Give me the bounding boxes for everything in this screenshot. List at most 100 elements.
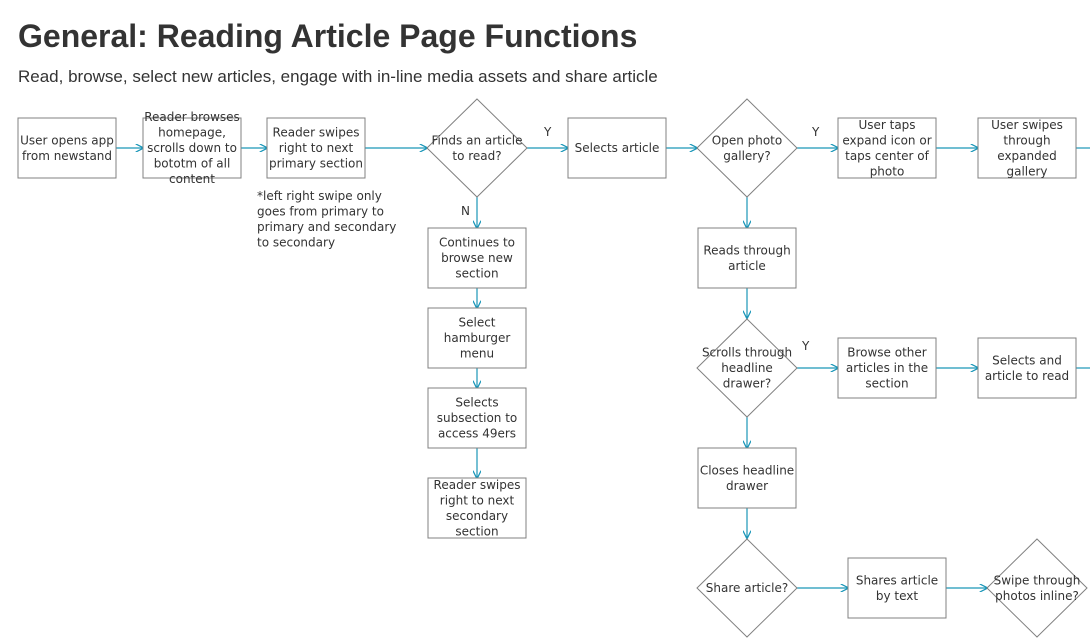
text-line: Reader swipes [273,126,360,140]
step-selects-article: Selects article [567,117,667,179]
text-line: Open photo [712,133,782,147]
text-line: headline [721,361,773,375]
step-box-shape [427,387,527,449]
text-line: Scrolls through [702,346,792,360]
text-line: drawer [726,479,768,493]
note-line: to secondary [257,236,335,250]
text-line: primary section [269,157,363,171]
edge-label-finds-article-yes: Y [543,125,552,139]
text-line: secondary [446,509,508,523]
text-line: bototm of all [154,157,231,171]
decision-open-gallery: Open photo gallery? [696,98,798,198]
text-line: drawer? [723,377,771,391]
step-box-shape [427,307,527,369]
decision-diamond-shape [696,318,798,418]
step-box-shape [837,337,937,399]
text-line: taps center of [845,149,930,163]
text-line: gallery [1006,164,1047,178]
step-box-shape [837,117,937,179]
text-line: articles in the [846,361,928,375]
text-line: homepage, [158,126,226,140]
annotations: *left right swipe only goes from primary … [257,189,396,250]
text-line: through [1003,133,1050,147]
step-box-shape [17,117,117,179]
step-box-shape [427,227,527,289]
text-line: Closes headline [700,463,794,477]
edge-label-finds-article-no: N [461,204,470,218]
text-line: Finds an article [431,133,522,147]
text-line: access 49ers [438,427,516,441]
text-line: gallery? [723,149,770,163]
decision-diamond-shape [426,98,528,198]
text-line: Select [458,316,495,330]
page-subtitle: Read, browse, select new articles, engag… [18,67,658,86]
text-line: menu [460,347,494,361]
text-line: scrolls down to [147,141,237,155]
step-box-shape [427,477,527,539]
text-line: User swipes [991,118,1063,132]
text-line: Share article? [706,581,788,595]
step-box-shape [977,337,1077,399]
decision-diamond-shape [696,538,798,638]
text-line: User opens app [20,133,114,147]
text-line: right to next [279,141,354,155]
text-line: Selects [455,396,498,410]
text-line: User taps [858,118,915,132]
text-line: Selects article [575,141,660,155]
edge-label-scrolls-drawer-yes: Y [801,339,810,353]
note-line: *left right swipe only [257,189,382,203]
text-line: browse new [441,251,513,265]
text-line: Selects and [992,353,1062,367]
decision-finds-article: Finds an article to read? [426,98,528,198]
text-line: to read? [452,149,501,163]
step-open-app: User opens app from newstand [17,117,117,179]
text-line: Reader browses [144,110,240,124]
step-browse-home: Reader browses homepage,scrolls down to bo… [142,110,242,186]
text-line: article to read [985,369,1069,383]
step-box-shape [697,447,797,509]
edge-label-open-gallery-yes: Y [811,125,820,139]
step-closes-drawer: Closes headline drawer [697,447,797,509]
text-line: right to next [440,493,515,507]
text-line: section [455,524,498,538]
text-line: Reader swipes [434,478,521,492]
text-line: expand icon or [842,133,931,147]
decision-share-article: Share article? [696,538,798,638]
page-title: General: Reading Article Page Functions [18,18,638,54]
text-line: section [455,267,498,281]
decision-diamond-shape [986,538,1088,638]
text-line: hamburger [444,331,511,345]
text-line: expanded [997,149,1056,163]
decision-diamond-shape [696,98,798,198]
step-box-shape [847,557,947,619]
text-line: Continues to [439,236,515,250]
step-box-shape [977,117,1077,179]
note-line: goes from primary to [257,205,384,219]
step-box-shape [142,117,242,179]
note-swipe-note: *left right swipe only goes from primary … [257,189,396,250]
text-line: Browse other [847,346,927,360]
flow-nodes: User opens app from newstand Reader browse… [17,98,1088,638]
note-line: primary and secondary [257,220,396,234]
text-line: content [169,172,215,186]
text-line: photo [870,164,905,178]
step-selects-read: Selects and article to read [977,337,1077,399]
connectors: Y N Y Y [116,125,1090,588]
step-box-shape [567,117,667,179]
step-box-shape [697,227,797,289]
text-line: subsection to [437,411,518,425]
step-box-shape [266,117,366,179]
text-line: Shares article [856,573,938,587]
text-line: from newstand [22,149,112,163]
